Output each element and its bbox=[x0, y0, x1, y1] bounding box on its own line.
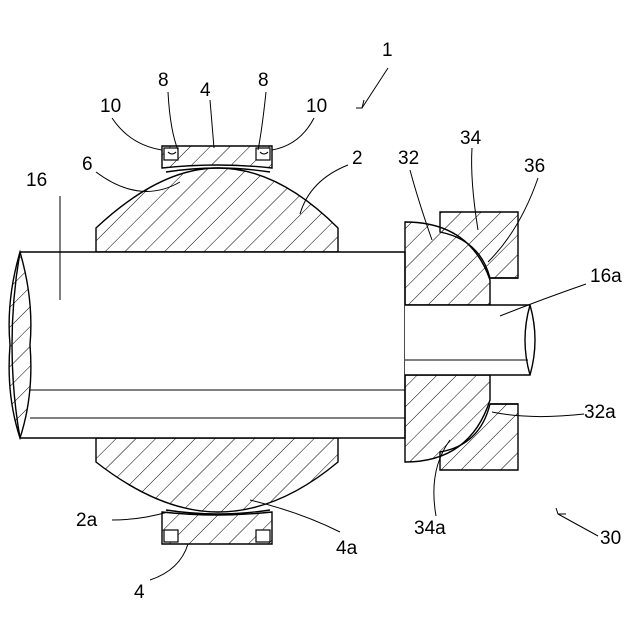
label-30: 30 bbox=[600, 528, 621, 549]
label-32a: 32a bbox=[584, 402, 616, 423]
label-16: 16 bbox=[26, 170, 47, 191]
seal-groove-bottom-left bbox=[164, 530, 178, 542]
label-10-right: 10 bbox=[306, 96, 327, 117]
label-34: 34 bbox=[460, 128, 482, 149]
label-4-bottom: 4 bbox=[134, 582, 145, 603]
shaft-16a bbox=[405, 305, 535, 375]
label-2a: 2a bbox=[76, 510, 98, 531]
outer-race-top bbox=[162, 146, 272, 172]
label-34a: 34a bbox=[414, 518, 446, 539]
label-36: 36 bbox=[524, 156, 545, 177]
label-8-left: 8 bbox=[158, 70, 169, 91]
seal-groove-bottom-right bbox=[256, 530, 270, 542]
label-4-top: 4 bbox=[200, 80, 211, 101]
outer-race-bottom bbox=[162, 510, 272, 544]
label-2: 2 bbox=[352, 148, 363, 169]
label-10-left: 10 bbox=[100, 96, 121, 117]
label-32: 32 bbox=[398, 148, 419, 169]
label-6: 6 bbox=[82, 154, 93, 175]
label-16a: 16a bbox=[590, 266, 622, 287]
shaft-16 bbox=[9, 252, 405, 438]
label-1: 1 bbox=[382, 40, 393, 61]
label-4a: 4a bbox=[336, 538, 358, 559]
spherical-member-lower bbox=[96, 438, 338, 512]
label-8-right: 8 bbox=[258, 70, 269, 91]
